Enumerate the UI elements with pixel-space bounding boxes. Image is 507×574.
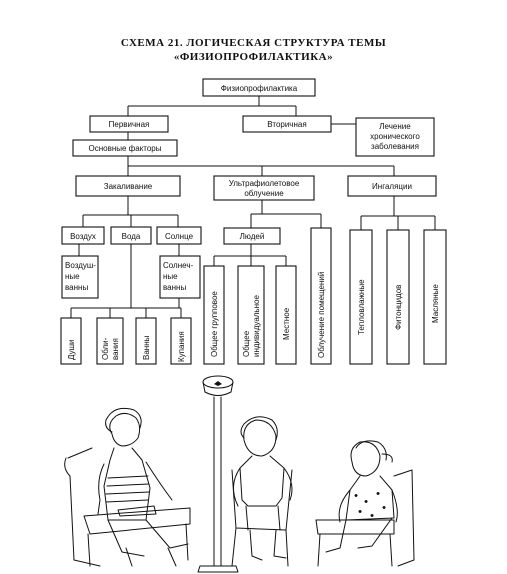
node-group: Общее групповое (203, 265, 225, 365)
node-sun-baths: Солнеч- ные ванны (159, 255, 201, 299)
chronic-line-1: Лечение (379, 122, 411, 131)
sun-baths-line-1: Солнеч- (163, 261, 193, 270)
uv-lamp-illustration (197, 375, 239, 573)
node-hardening: Закаливание (75, 175, 181, 197)
douse-line-1: Обли- (101, 337, 110, 360)
node-secondary: Вторичная (242, 115, 332, 133)
node-warm-moist-label: Тепловлажные (357, 279, 366, 335)
node-local-label: Местное (282, 307, 291, 340)
node-local: Местное (275, 265, 297, 365)
right-child-illustration (315, 440, 415, 567)
chronic-line-3: заболевания (371, 142, 419, 151)
title-line-1: СХЕМА 21. ЛОГИЧЕСКАЯ СТРУКТУРА ТЕМЫ (120, 37, 387, 49)
air-baths-line-1: Воздуш- (65, 261, 96, 270)
node-people: Людей (223, 227, 281, 245)
node-phytoncide-label: Фитонцидов (394, 285, 403, 330)
node-baths: Ванны (135, 317, 157, 365)
node-inhalation-label: Ингаляции (372, 182, 412, 191)
node-uv: Ультрафиолетовое облучение (213, 175, 315, 201)
left-child-illustration (64, 407, 191, 567)
node-water: Вода (110, 226, 152, 245)
node-shower-label: Души (67, 340, 76, 360)
node-inhalation: Ингаляции (347, 175, 437, 197)
node-secondary-label: Вторичная (267, 120, 306, 129)
node-baths-label: Ванны (142, 335, 151, 360)
node-oil-label: Масляные (431, 284, 440, 323)
node-oil: Масляные (423, 229, 447, 365)
air-baths-line-3: ванны (65, 283, 88, 292)
uv-line-2: облучение (244, 189, 284, 198)
node-root: Физиопрофилактика (202, 78, 316, 97)
node-chronic: Лечение хронического заболевания (355, 117, 435, 157)
node-shower: Души (60, 317, 82, 365)
middle-child-illustration (231, 416, 293, 567)
node-warm-moist: Тепловлажные (349, 229, 373, 365)
node-basic-factors: Основные факторы (72, 139, 178, 157)
uv-line-1: Ультрафиолетовое (229, 179, 300, 188)
sun-baths-line-2: ные (163, 272, 178, 281)
node-individual: Общее индивидуальное (237, 265, 265, 365)
node-basic-factors-label: Основные факторы (88, 144, 161, 153)
node-water-label: Вода (122, 232, 141, 241)
node-douse: Обли- вания (96, 317, 124, 365)
individual-line-1: Общее (242, 330, 251, 357)
node-sun-label: Солнце (165, 232, 194, 241)
node-root-label: Физиопрофилактика (221, 84, 298, 93)
node-air-label: Воздух (70, 232, 96, 241)
node-primary: Первичная (89, 115, 169, 133)
chronic-line-2: хронического (370, 132, 420, 141)
node-bathing-label: Купания (177, 331, 186, 362)
children-uv-illustration (64, 375, 415, 573)
sun-baths-line-3: ванны (163, 283, 186, 292)
node-air-baths: Воздуш- ные ванны (61, 255, 99, 299)
node-phytoncide: Фитонцидов (386, 229, 410, 365)
douse-line-2: вания (111, 338, 120, 360)
node-sun: Солнце (156, 226, 202, 245)
node-primary-label: Первичная (109, 120, 150, 129)
node-air: Воздух (61, 226, 105, 245)
title-line-2: «ФИЗИОПРОФИЛАКТИКА» (173, 51, 334, 63)
connectors (70, 96, 436, 318)
node-people-label: Людей (240, 232, 265, 241)
air-baths-line-2: ные (65, 272, 80, 281)
node-room-irradiation-label: Облучение помещений (317, 272, 326, 358)
schema-title: СХЕМА 21. ЛОГИЧЕСКАЯ СТРУКТУРА ТЕМЫ «ФИЗ… (0, 36, 507, 64)
logic-structure-diagram: Физиопрофилактика Первичная Вторичная Ле… (60, 78, 447, 365)
node-bathing: Купания (170, 317, 192, 365)
node-hardening-label: Закаливание (104, 182, 153, 191)
individual-line-2: индивидуальное (252, 295, 261, 357)
node-room-irradiation: Облучение помещений (310, 227, 332, 365)
node-group-label: Общее групповое (210, 291, 219, 357)
